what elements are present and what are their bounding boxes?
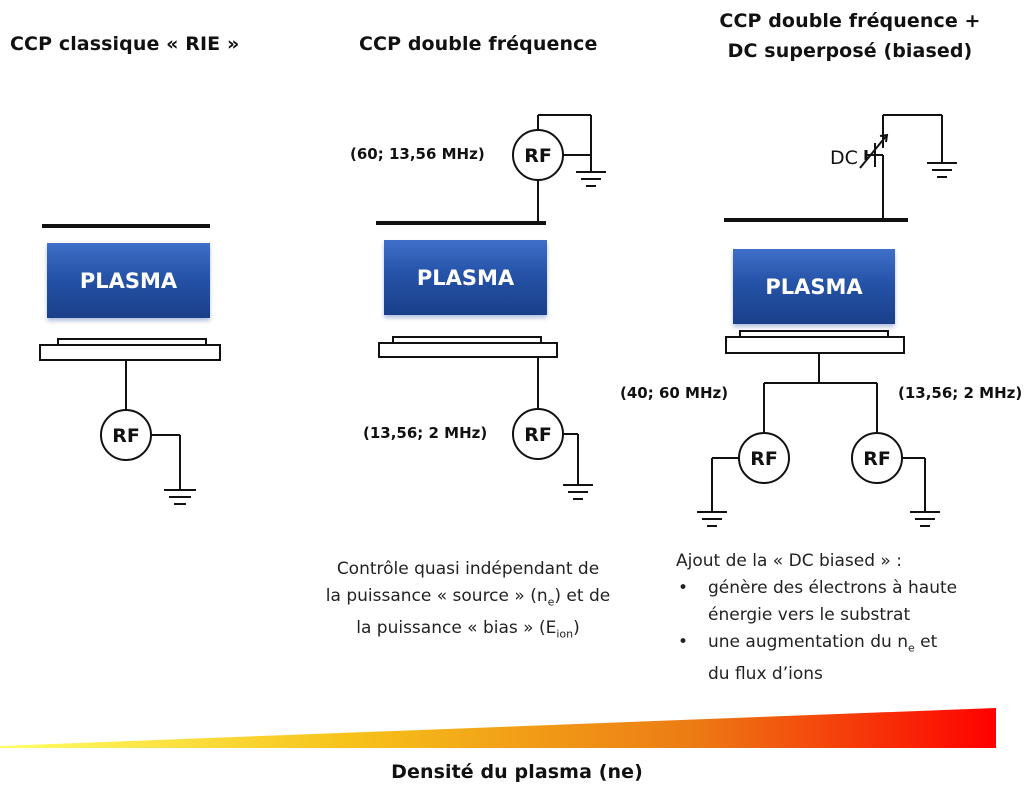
ground-icon-1 <box>164 489 196 505</box>
rf-label-col3-left: RF <box>750 448 778 470</box>
bottom-electrode-3 <box>725 336 905 354</box>
rf-source-icon-col1 <box>100 409 152 461</box>
plasma-block-3: PLASMA <box>733 249 895 324</box>
plasma-block-1: PLASMA <box>47 243 210 318</box>
description-col2-line2: la puissance « source » (ne) et de <box>325 586 611 609</box>
dc-label: DC <box>830 147 858 169</box>
title-ccp-double-dc-line2: DC superposé (biased) <box>727 40 973 62</box>
description-col3: Ajout de la « DC biased » : génère des é… <box>676 548 1026 688</box>
title-ccp-classique: CCP classique « RIE » <box>10 33 240 55</box>
bottom-electrode-1 <box>39 344 221 361</box>
ground-icon-3a <box>927 162 957 178</box>
description-col2-line1: Contrôle quasi indépendant de <box>336 559 600 579</box>
freq-label-col3-left: (40; 60 MHz) <box>620 384 729 402</box>
bullet-item-density: une augmentation du ne et du flux d’ions <box>676 629 1026 688</box>
plasma-density-gradient <box>0 708 996 748</box>
rf-source-icon-col3-right <box>851 432 903 484</box>
rf-source-icon-col3-left <box>738 432 790 484</box>
bullet-item-electrons: génère des électrons à haute énergie ver… <box>676 575 1026 629</box>
rf-label-col2-top: RF <box>524 145 552 167</box>
ground-icon-3c <box>910 511 940 527</box>
axis-label-density: Densité du plasma (ne) <box>391 761 643 783</box>
freq-label-col3-right: (13,56; 2 MHz) <box>898 384 1023 402</box>
freq-label-col2-top: (60; 13,56 MHz) <box>350 145 485 163</box>
title-ccp-double-dc: CCP double fréquence + DC superposé (bia… <box>685 6 1015 66</box>
description-col3-bullets: génère des électrons à haute énergie ver… <box>676 575 1026 688</box>
ground-icon-2a <box>576 171 606 187</box>
rf-source-icon-col2-bottom <box>512 408 564 460</box>
rf-label-col3-right: RF <box>863 448 891 470</box>
ground-icon-3b <box>697 511 727 527</box>
plasma-block-2: PLASMA <box>384 240 547 315</box>
description-col3-intro: Ajout de la « DC biased » : <box>676 551 902 571</box>
title-ccp-double-dc-line1: CCP double fréquence + <box>719 10 981 32</box>
bottom-electrode-2 <box>378 342 558 358</box>
freq-label-col2-bottom: (13,56; 2 MHz) <box>363 424 488 442</box>
rf-label-col2-bottom: RF <box>524 424 552 446</box>
description-col2-line3: la puissance « bias » (Eion) <box>356 618 580 641</box>
rf-source-icon-col2-top <box>512 129 564 181</box>
rf-label-col1: RF <box>112 425 140 447</box>
description-col2: Contrôle quasi indépendant de la puissan… <box>298 556 638 648</box>
title-ccp-double: CCP double fréquence <box>359 33 598 55</box>
ground-icon-2b <box>563 484 593 500</box>
